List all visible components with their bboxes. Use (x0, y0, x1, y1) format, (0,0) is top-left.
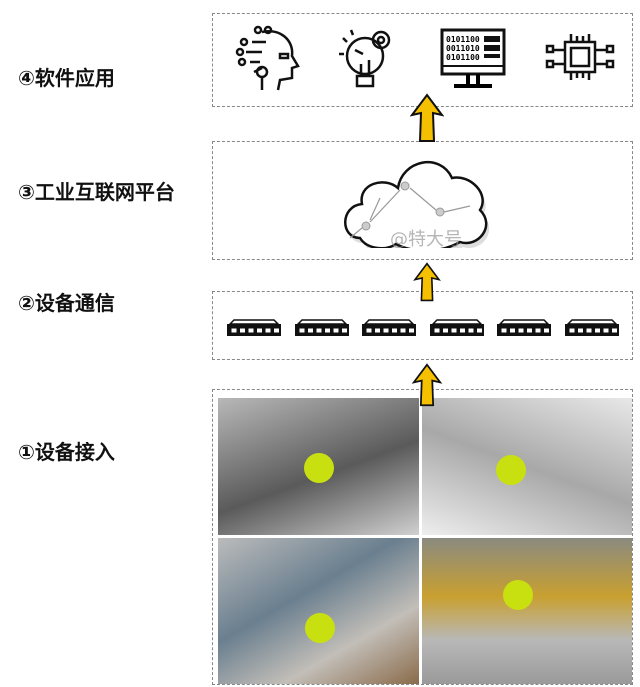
layer-label-access: ①设备接入 (18, 440, 115, 464)
cloud-network-icon (344, 160, 490, 248)
layer-label-software: ④软件应用 (18, 66, 115, 90)
robot-gripper-photo (422, 398, 632, 535)
network-switch-icon (294, 319, 349, 336)
wifi-icon (503, 580, 533, 610)
wifi-icon (305, 613, 335, 643)
wifi-icon (496, 455, 526, 485)
up-arrow-icon (413, 262, 441, 302)
monitor-binary-icon: 0101100 0011010 0101100 (440, 28, 506, 88)
yellow-robot-arm-photo (422, 538, 632, 684)
binary-line: 0101100 (446, 35, 480, 44)
network-switch-icon (362, 319, 416, 336)
layer-label-platform: ③工业互联网平台 (18, 180, 175, 204)
ai-head-icon (235, 25, 300, 91)
network-switch-icon (429, 319, 484, 336)
up-arrow-icon (410, 93, 444, 142)
flow-meter-pipes-photo (218, 538, 419, 684)
watermark: @特大号 (390, 229, 462, 250)
network-switch-icon (227, 319, 281, 336)
binary-line: 0011010 (446, 44, 480, 53)
up-arrow-icon (411, 363, 443, 407)
network-switch-icon (497, 319, 551, 336)
binary-line: 0101100 (446, 53, 480, 62)
network-switch-icon (564, 319, 619, 336)
chip-icon (545, 34, 615, 80)
layer-label-communication: ②设备通信 (18, 291, 115, 315)
wifi-icon (304, 453, 334, 483)
lightbulb-gear-icon (339, 29, 391, 88)
